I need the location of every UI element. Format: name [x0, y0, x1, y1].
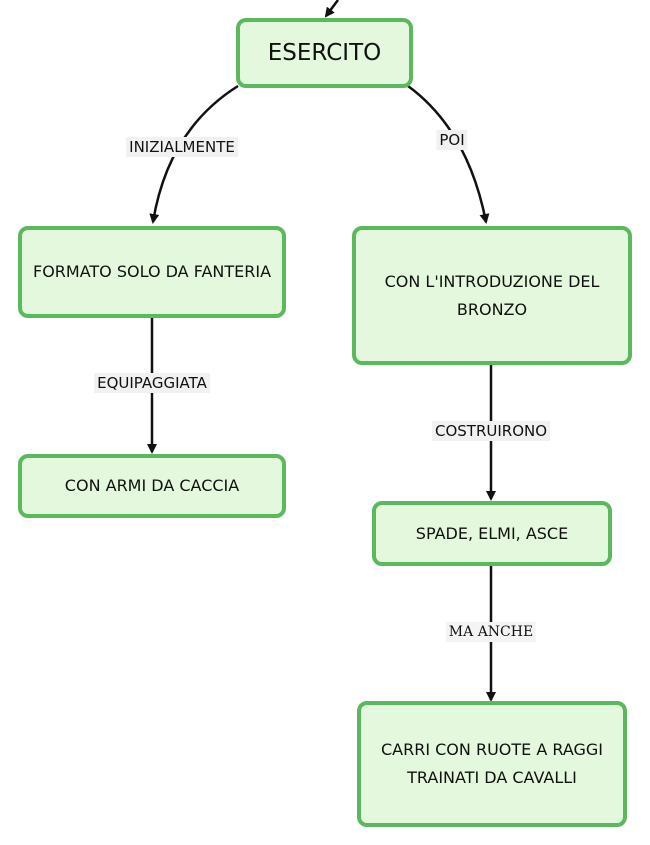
- edge-label-equipaggiata: EQUIPAGGIATA: [94, 373, 210, 393]
- edge-label-ma-anche: MA ANCHE: [445, 622, 537, 642]
- edge-label-poi: POI: [436, 130, 468, 150]
- node-formato-label: FORMATO SOLO DA FANTERIA: [32, 262, 272, 281]
- edge-poi: [407, 84, 490, 224]
- edge-label-costruirono: COSTRUIRONO: [431, 421, 551, 441]
- node-spade-elmi-asce[interactable]: SPADE, ELMI, ASCE: [372, 501, 612, 566]
- incoming-arrow: [324, 0, 339, 18]
- node-armi-label: CON ARMI DA CACCIA: [64, 476, 240, 495]
- node-esercito-label: ESERCITO: [267, 40, 382, 66]
- node-introduzione-bronzo[interactable]: CON L'INTRODUZIONE DEL BRONZO: [352, 226, 632, 365]
- node-armi-da-caccia[interactable]: CON ARMI DA CACCIA: [18, 454, 286, 518]
- node-spade-label: SPADE, ELMI, ASCE: [415, 523, 569, 543]
- node-carri-label: CARRI CON RUOTE A RAGGI TRAINATI DA CAVA…: [380, 740, 604, 787]
- edge-label-inizialmente: INIZIALMENTE: [126, 137, 238, 157]
- node-formato-solo-da-fanteria[interactable]: FORMATO SOLO DA FANTERIA: [18, 226, 286, 318]
- node-introduzione-label: CON L'INTRODUZIONE DEL BRONZO: [384, 271, 600, 319]
- node-carri[interactable]: CARRI CON RUOTE A RAGGI TRAINATI DA CAVA…: [357, 701, 627, 827]
- node-esercito[interactable]: ESERCITO: [236, 18, 413, 88]
